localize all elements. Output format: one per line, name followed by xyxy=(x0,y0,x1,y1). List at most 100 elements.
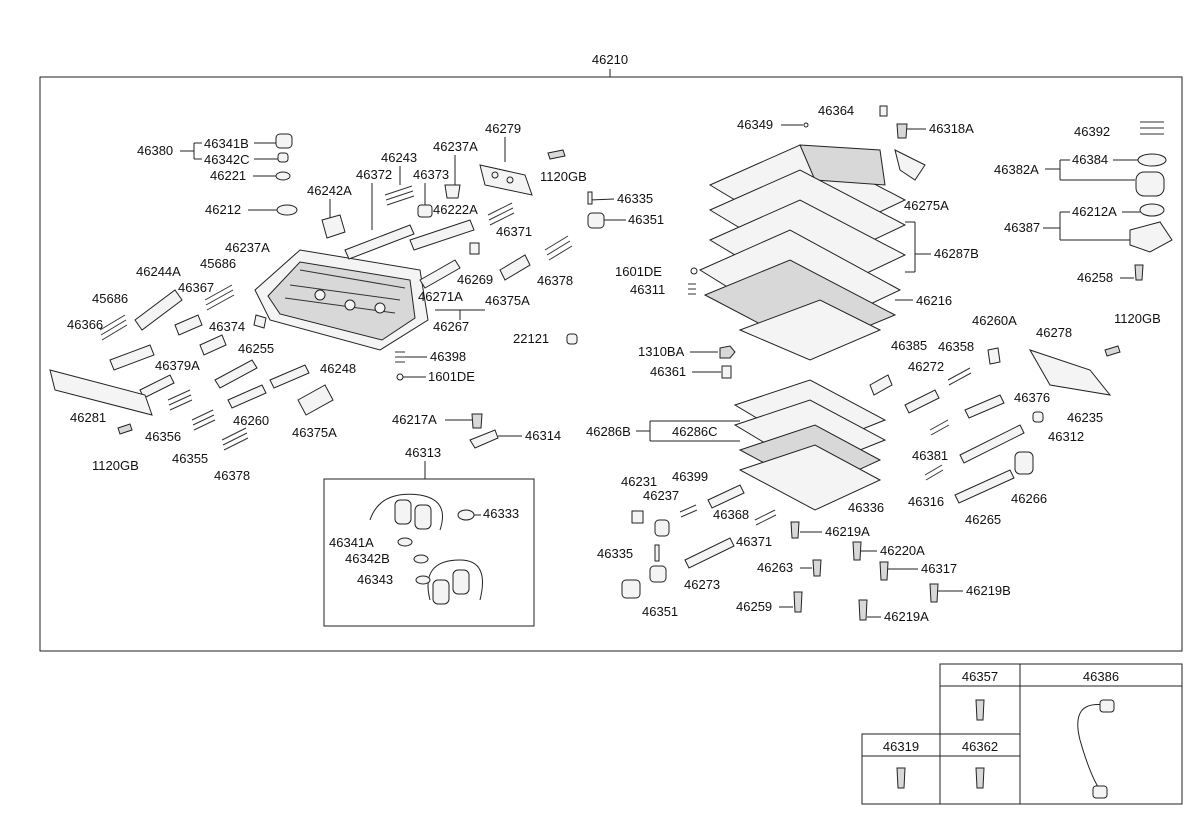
label-46378-top: 46378 xyxy=(537,273,573,288)
table-cell-46319: 46319 xyxy=(883,739,919,754)
label-46210: 46210 xyxy=(592,52,628,67)
label-46235: 46235 xyxy=(1067,410,1103,425)
label-46342C: 46342C xyxy=(204,152,250,167)
label-46392: 46392 xyxy=(1074,124,1110,139)
label-46371-bot: 46371 xyxy=(736,534,772,549)
label-46278: 46278 xyxy=(1036,325,1072,340)
label-46219A-a: 46219A xyxy=(825,524,870,539)
label-46379A: 46379A xyxy=(155,358,200,373)
label-1601DE-left: 1601DE xyxy=(428,369,475,384)
label-1120GB-top: 1120GB xyxy=(540,169,587,184)
label-46356: 46356 xyxy=(145,429,181,444)
bolt-icon xyxy=(896,767,906,789)
assembly-frame xyxy=(39,76,1183,652)
solenoid-inset-box xyxy=(323,478,535,627)
label-1120GB-right: 1120GB xyxy=(1114,311,1161,326)
label-46375A-top: 46375A xyxy=(485,293,530,308)
label-46242A: 46242A xyxy=(307,183,352,198)
label-46221: 46221 xyxy=(210,168,246,183)
label-46374: 46374 xyxy=(209,319,245,334)
label-46333: 46333 xyxy=(483,506,519,521)
label-46244A: 46244A xyxy=(136,264,181,279)
label-46343: 46343 xyxy=(357,572,393,587)
sensor-wire-icon xyxy=(1077,703,1106,791)
label-46371-top: 46371 xyxy=(496,224,532,239)
label-46267: 46267 xyxy=(433,319,469,334)
label-46335-bot: 46335 xyxy=(597,546,633,561)
label-46286C: 46286C xyxy=(672,424,718,439)
label-46281: 46281 xyxy=(70,410,106,425)
label-46220A: 46220A xyxy=(880,543,925,558)
label-22121: 22121 xyxy=(513,331,549,346)
label-46265: 46265 xyxy=(965,512,1001,527)
label-46380: 46380 xyxy=(137,143,173,158)
label-46316: 46316 xyxy=(908,494,944,509)
label-46313: 46313 xyxy=(405,445,441,460)
bolt-icon xyxy=(975,767,985,789)
lower-valve-body xyxy=(733,379,887,511)
label-46272: 46272 xyxy=(908,359,944,374)
label-46216: 46216 xyxy=(916,293,952,308)
label-46372: 46372 xyxy=(356,167,392,182)
upper-valve-body xyxy=(254,249,429,351)
label-46248: 46248 xyxy=(320,361,356,376)
label-46231: 46231 xyxy=(621,474,657,489)
label-46314: 46314 xyxy=(525,428,561,443)
label-46381: 46381 xyxy=(912,448,948,463)
label-46263: 46263 xyxy=(757,560,793,575)
label-46317: 46317 xyxy=(921,561,957,576)
label-46237A-top: 46237A xyxy=(433,139,478,154)
label-46399: 46399 xyxy=(672,469,708,484)
cap-part-icon xyxy=(275,133,293,149)
lower-valve-body-plates xyxy=(698,144,907,361)
label-46336: 46336 xyxy=(848,500,884,515)
label-46243: 46243 xyxy=(381,150,417,165)
label-45686-b: 45686 xyxy=(92,291,128,306)
table-cell-46362: 46362 xyxy=(962,739,998,754)
label-46237A-mid: 46237A xyxy=(225,240,270,255)
label-46349: 46349 xyxy=(737,117,773,132)
label-1120GB-left: 1120GB xyxy=(92,458,139,473)
label-46312: 46312 xyxy=(1048,429,1084,444)
label-46237: 46237 xyxy=(643,488,679,503)
label-46219A-b: 46219A xyxy=(884,609,929,624)
label-46222A: 46222A xyxy=(433,202,478,217)
label-46387: 46387 xyxy=(1004,220,1040,235)
label-46385: 46385 xyxy=(891,338,927,353)
label-46364: 46364 xyxy=(818,103,854,118)
label-46373: 46373 xyxy=(413,167,449,182)
label-46287B: 46287B xyxy=(934,246,979,261)
label-46260-left: 46260 xyxy=(233,413,269,428)
label-46342B: 46342B xyxy=(345,551,390,566)
label-46318A: 46318A xyxy=(929,121,974,136)
label-1310BA: 1310BA xyxy=(638,344,685,359)
label-46341A: 46341A xyxy=(329,535,374,550)
label-46351-bot: 46351 xyxy=(642,604,678,619)
label-46376: 46376 xyxy=(1014,390,1050,405)
inset-parts-table: 46357 46386 46319 46362 xyxy=(861,663,1183,805)
label-46382A: 46382A xyxy=(994,162,1039,177)
label-46375A-bot: 46375A xyxy=(292,425,337,440)
label-46212: 46212 xyxy=(205,202,241,217)
label-46219B: 46219B xyxy=(966,583,1011,598)
solenoid-harness xyxy=(369,493,483,605)
label-46275A: 46275A xyxy=(904,198,949,213)
label-46361: 46361 xyxy=(650,364,686,379)
label-46378-bot: 46378 xyxy=(214,468,250,483)
label-46212A: 46212A xyxy=(1072,204,1117,219)
label-46258: 46258 xyxy=(1077,270,1113,285)
label-46355: 46355 xyxy=(172,451,208,466)
label-46217A: 46217A xyxy=(392,412,437,427)
table-cell-46357: 46357 xyxy=(962,669,998,684)
label-46273: 46273 xyxy=(684,577,720,592)
label-46266: 46266 xyxy=(1011,491,1047,506)
label-46366: 46366 xyxy=(67,317,103,332)
label-46271A: 46271A xyxy=(418,289,463,304)
label-46269: 46269 xyxy=(457,272,493,287)
label-46311: 46311 xyxy=(630,282,665,297)
label-45686-a: 45686 xyxy=(200,256,236,271)
label-46259: 46259 xyxy=(736,599,772,614)
bolt-icon xyxy=(975,699,985,721)
table-cell-46386: 46386 xyxy=(1083,669,1119,684)
